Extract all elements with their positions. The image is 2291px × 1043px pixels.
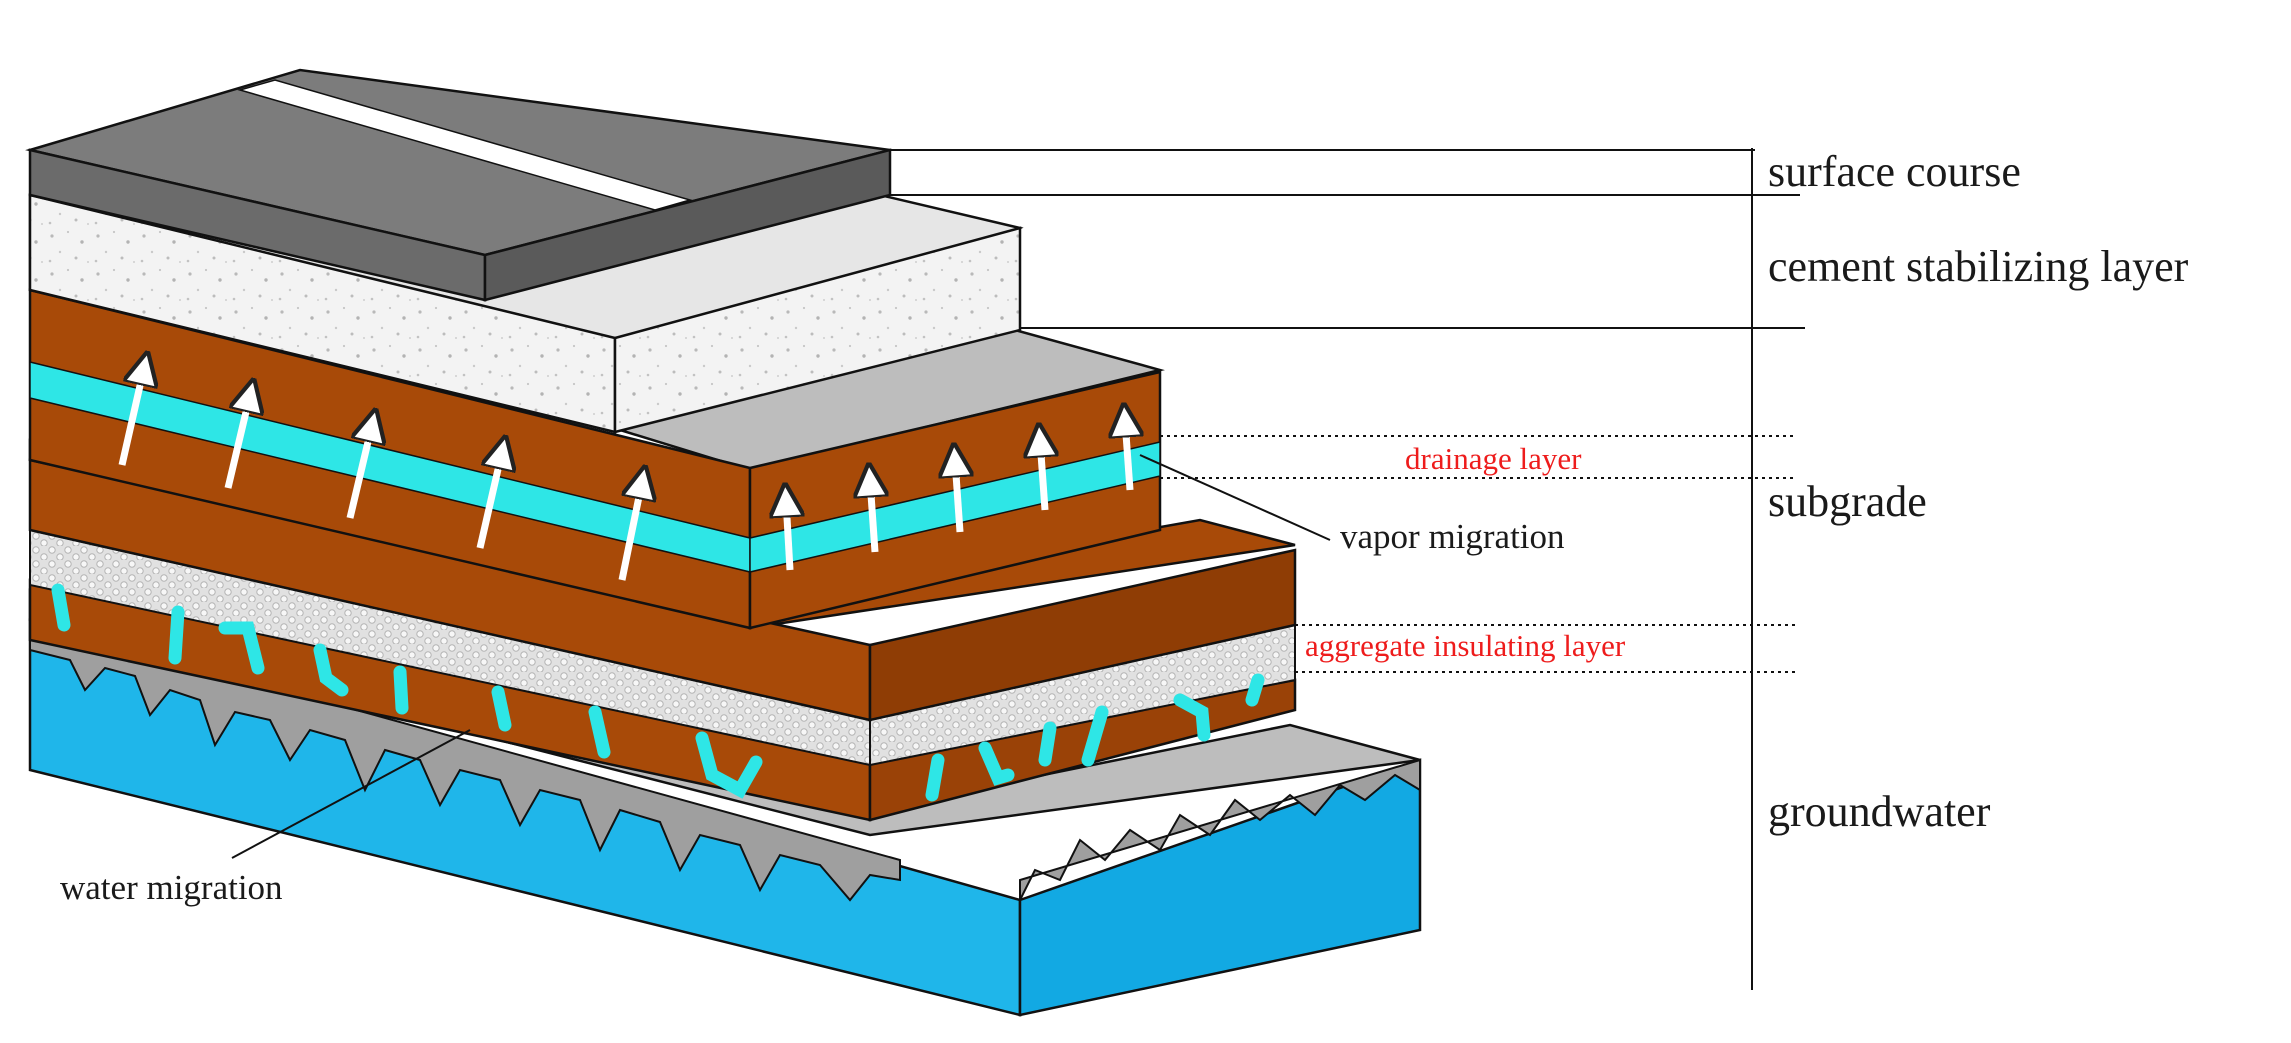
water-migration-paths [51, 583, 1265, 802]
lane-stripe [237, 79, 693, 211]
vapor-arrow [1125, 420, 1130, 491]
subgrade-label: subgrade [1768, 477, 1927, 526]
water-squiggle [168, 605, 185, 665]
vapor-arrow [346, 425, 372, 519]
cement-front-face [613, 226, 1022, 434]
cement-stabilizing-layer-label: cement stabilizing layer [1768, 242, 2189, 291]
water-squiggle [393, 665, 409, 715]
vapor-arrow [1040, 440, 1045, 511]
groundwater-label: groundwater [1768, 787, 1991, 836]
vapor-arrow [786, 500, 790, 571]
water-squiggle [1038, 721, 1057, 767]
water-squiggle [1173, 693, 1211, 742]
water-squiggle [1081, 705, 1109, 767]
vapor-arrow [618, 482, 642, 581]
vapor-arrow [224, 395, 250, 489]
surface-course-label: surface course [1768, 147, 2021, 196]
vapor-leader [1139, 454, 1331, 541]
water-migration-label: water migration [60, 868, 283, 907]
groundwater-layer [28, 588, 1422, 1017]
water-leader [231, 729, 471, 859]
cement-stabilizing-block [28, 193, 1024, 434]
groundwater-wavy-surface-left [29, 618, 901, 902]
surface-course-block [25, 68, 892, 302]
vapor-arrow [955, 460, 960, 533]
vapor-arrows [118, 368, 1130, 581]
vapor-migration-label: vapor migration [1340, 517, 1565, 556]
water-squiggle [1245, 673, 1265, 707]
groundwater-wavy-surface-front [1019, 758, 1421, 901]
groundwater-front-face [1018, 758, 1422, 1017]
aggregate-insulating-layer-label: aggregate insulating layer [1305, 628, 1626, 663]
vapor-arrow [476, 452, 502, 549]
water-squiggle [51, 583, 71, 632]
aggregate-insulating-layer [29, 528, 1296, 767]
drainage-layer-label: drainage layer [1405, 441, 1582, 476]
water-squiggle [218, 621, 265, 675]
vapor-arrow [118, 368, 144, 466]
water-squiggle [491, 685, 512, 732]
leader-lines [231, 148, 1805, 990]
water-squiggle [588, 705, 611, 759]
water-squiggle [695, 731, 763, 799]
vapor-arrow [870, 480, 875, 553]
water-squiggle [925, 753, 945, 802]
water-squiggle [313, 643, 349, 697]
water-squiggle [978, 741, 1015, 786]
